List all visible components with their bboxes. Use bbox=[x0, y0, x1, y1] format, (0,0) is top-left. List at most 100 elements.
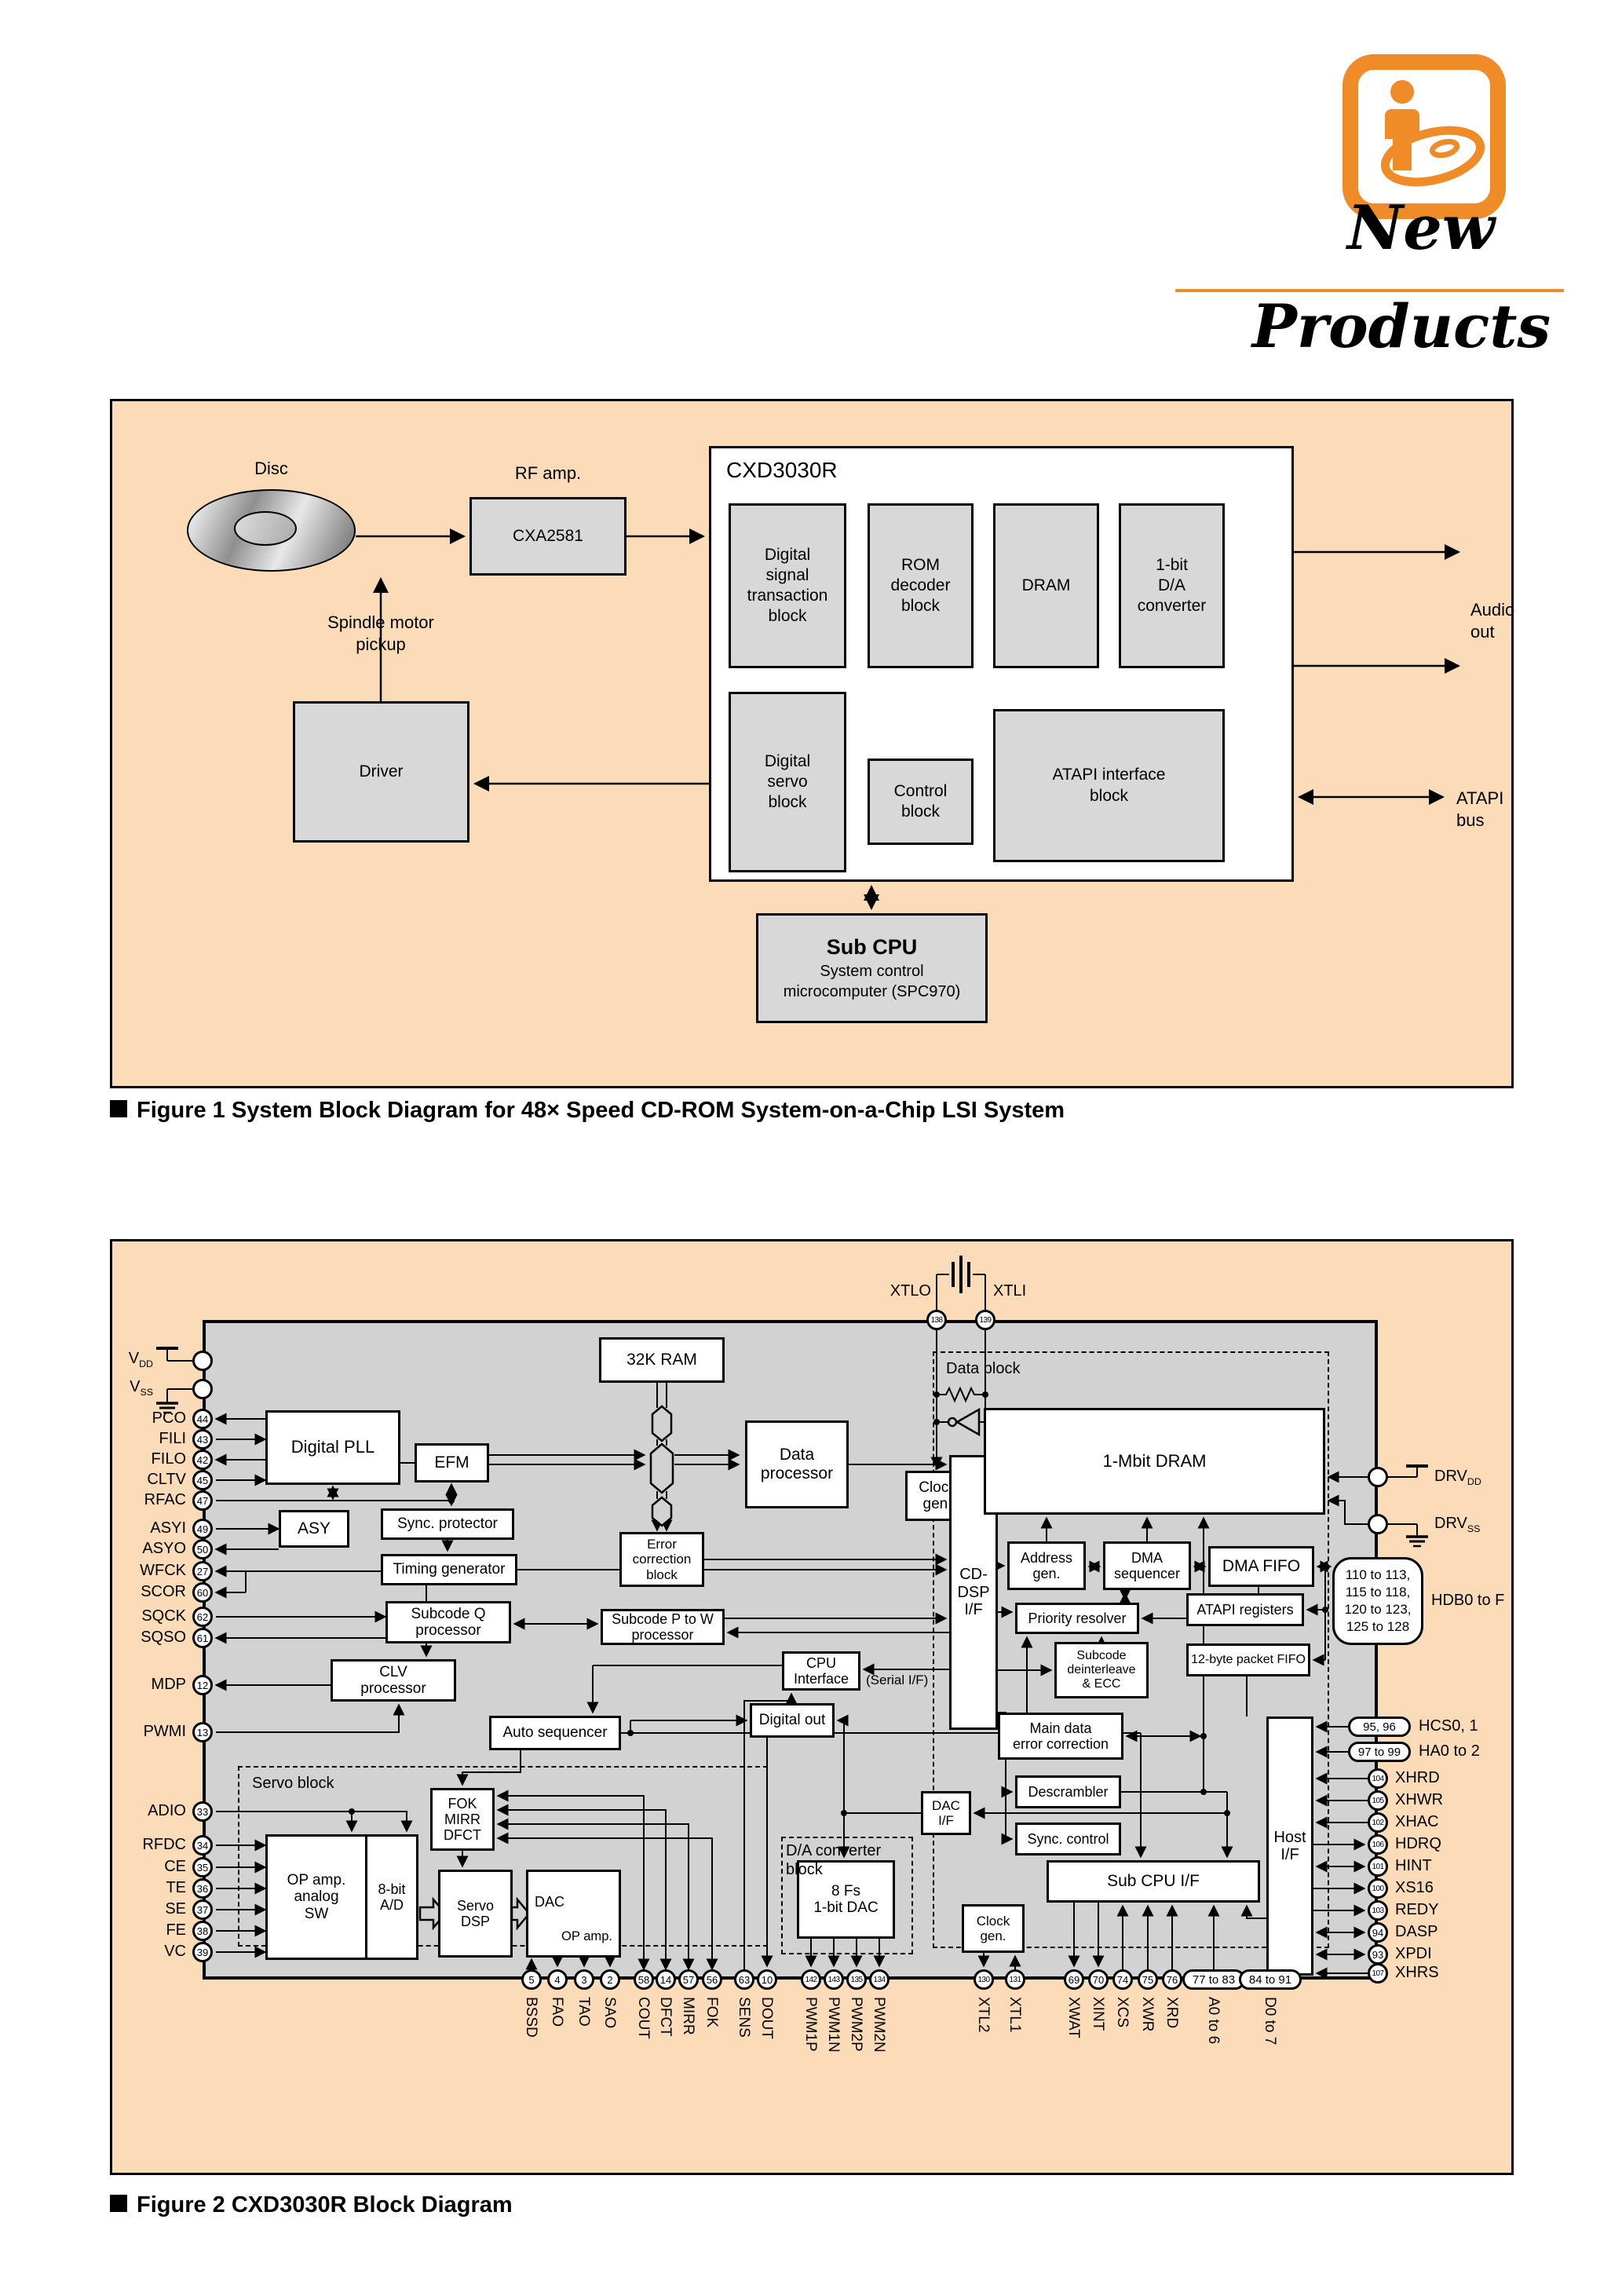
pin-redy: 103 bbox=[1368, 1900, 1388, 1921]
ram32k-block: 32K RAM bbox=[599, 1337, 725, 1383]
pin-label-cout: COUT bbox=[635, 1997, 652, 2039]
pin-pwm1p: 142 bbox=[801, 1969, 821, 1990]
data-block-label: Data block bbox=[946, 1360, 1021, 1377]
pin-label-mdp: MDP bbox=[151, 1676, 186, 1693]
pin-label-dout: DOUT bbox=[758, 1997, 775, 2039]
pin-xwr: 75 bbox=[1138, 1969, 1158, 1990]
pin-label-hcs01: HCS0, 1 bbox=[1419, 1717, 1478, 1735]
pin-label-a0to6: A0 to 6 bbox=[1205, 1997, 1222, 2045]
pin-adio: 33 bbox=[192, 1801, 213, 1822]
pin-xpdi: 93 bbox=[1368, 1944, 1388, 1965]
pin-label-pwm1p: PWM1P bbox=[802, 1997, 819, 2052]
data-block-region bbox=[933, 1351, 1329, 1948]
pin-label-sao: SAO bbox=[601, 1997, 618, 2029]
logo-text-products: Products bbox=[1251, 291, 1551, 361]
pin-label-ha0to2: HA0 to 2 bbox=[1419, 1742, 1480, 1760]
dma-fifo-block: DMA FIFO bbox=[1208, 1546, 1314, 1587]
sync-protector-block: Sync. protector bbox=[381, 1508, 514, 1540]
pin-xhrd: 104 bbox=[1368, 1768, 1388, 1789]
pin-label-hdrq: HDRQ bbox=[1395, 1835, 1441, 1852]
pin-label-filo: FILO bbox=[151, 1450, 186, 1468]
pin-pwmi: 13 bbox=[192, 1722, 213, 1742]
digital-out-block: Digital out bbox=[750, 1703, 835, 1738]
pin-label-fok: FOK bbox=[703, 1997, 720, 2028]
pin-label-ce: CE bbox=[164, 1858, 186, 1875]
pin-fe: 38 bbox=[192, 1921, 213, 1941]
pin-label-xhwr: XHWR bbox=[1395, 1791, 1444, 1808]
auto-sequencer-block: Auto sequencer bbox=[489, 1716, 621, 1750]
pin-label-sqck: SQCK bbox=[141, 1607, 186, 1625]
person-disc-icon bbox=[1380, 80, 1485, 187]
caption-square-icon bbox=[110, 2195, 127, 2212]
pin-label-xtl2: XTL2 bbox=[975, 1997, 992, 2033]
subcode-p-to-w-block: Subcode P to W processor bbox=[601, 1609, 725, 1645]
servo-dsp-block: Servo DSP bbox=[438, 1870, 513, 1958]
subcode-q-block: Subcode Q processor bbox=[385, 1601, 511, 1643]
data-processor-block: Data processor bbox=[745, 1420, 849, 1508]
disc-hub bbox=[234, 511, 297, 546]
cxd3030r-title: CXD3030R bbox=[726, 458, 838, 482]
sync-control-block: Sync. control bbox=[1015, 1823, 1121, 1855]
sub-cpu-title: Sub CPU bbox=[826, 935, 918, 960]
pin-label-asyi: ASYI bbox=[150, 1519, 186, 1537]
pin-xhwr: 105 bbox=[1368, 1790, 1388, 1811]
control-block: Control block bbox=[868, 759, 974, 845]
pin-bubble-d0to7: 84 to 91 bbox=[1239, 1969, 1302, 1990]
pin-label-xrd: XRD bbox=[1164, 1997, 1180, 2029]
pin-label-xs16: XS16 bbox=[1395, 1879, 1434, 1896]
pin-rfac: 47 bbox=[192, 1490, 213, 1511]
power-pin-drvdd: DRVDD bbox=[1434, 1468, 1481, 1487]
pin-wfck: 27 bbox=[192, 1561, 213, 1581]
efm-block: EFM bbox=[415, 1443, 489, 1483]
pin-label-xwat: XWAT bbox=[1065, 1997, 1082, 2038]
packet-fifo-block: 12-byte packet FIFO bbox=[1186, 1643, 1310, 1676]
sub-cpu-block: Sub CPU System control microcomputer (SP… bbox=[756, 913, 988, 1023]
pin-xint: 70 bbox=[1088, 1969, 1109, 1990]
asy-block: ASY bbox=[279, 1510, 349, 1548]
sub-cpu-if-block: Sub CPU I/F bbox=[1047, 1860, 1260, 1903]
pin-fili: 43 bbox=[192, 1429, 213, 1450]
pin-label-xtli: XTLI bbox=[993, 1282, 1027, 1300]
pin-pwm1n: 143 bbox=[824, 1969, 844, 1990]
power-pin-circle-drvss bbox=[1368, 1514, 1388, 1534]
pin-xtlo: 138 bbox=[926, 1310, 947, 1330]
host-if-block: Host I/F bbox=[1266, 1717, 1313, 1976]
logo-text-new: New bbox=[1346, 192, 1496, 264]
pin-label-xhac: XHAC bbox=[1395, 1813, 1439, 1830]
spindle-motor-pickup-label: Spindle motor pickup bbox=[327, 612, 434, 654]
pin-scor: 60 bbox=[192, 1582, 213, 1603]
pin-label-sens: SENS bbox=[736, 1997, 752, 2038]
descrambler-block: Descrambler bbox=[1015, 1775, 1121, 1808]
digital-signal-transaction-block: Digital signal transaction block bbox=[729, 503, 846, 668]
pin-mdp: 12 bbox=[192, 1675, 213, 1695]
pin-asyi: 49 bbox=[192, 1519, 213, 1539]
pin-label-dfct: DFCT bbox=[657, 1997, 674, 2037]
pin-label-xhrd: XHRD bbox=[1395, 1769, 1440, 1786]
pin-bubble-a0to6: 77 to 83 bbox=[1182, 1969, 1245, 1990]
atapi-interface-block: ATAPI interface block bbox=[993, 709, 1225, 862]
pin-cltv: 45 bbox=[192, 1470, 213, 1490]
priority-resolver-block: Priority resolver bbox=[1015, 1603, 1139, 1634]
logo-rule bbox=[1175, 289, 1564, 292]
pin-sens: 63 bbox=[734, 1969, 754, 1990]
pin-label-rfdc: RFDC bbox=[142, 1836, 186, 1853]
clv-processor-block: CLV processor bbox=[331, 1659, 456, 1702]
pin-cout: 58 bbox=[634, 1969, 654, 1990]
fok-mirr-dfct-block: FOK MIRR DFCT bbox=[430, 1788, 495, 1851]
pin-xcs: 74 bbox=[1112, 1969, 1133, 1990]
pin-fao: 4 bbox=[547, 1969, 568, 1990]
atapi-bus-label: ATAPI bus bbox=[1456, 788, 1504, 830]
error-correction-block: Error correction block bbox=[619, 1532, 704, 1587]
pin-label-xpdi: XPDI bbox=[1395, 1945, 1432, 1962]
pin-label-hdb0-to-f: HDB0 to F bbox=[1431, 1592, 1505, 1609]
pin-label-te: TE bbox=[166, 1879, 186, 1896]
pin-xwat: 69 bbox=[1064, 1969, 1084, 1990]
figure2-wiring bbox=[156, 1256, 1428, 1980]
figure1-wiring bbox=[356, 528, 1460, 910]
pin-hint: 101 bbox=[1368, 1856, 1388, 1877]
pin-hdrq: 106 bbox=[1368, 1834, 1388, 1855]
pin-label-xtl1: XTL1 bbox=[1006, 1997, 1023, 2033]
pin-bubble-ha0to2: 97 to 99 bbox=[1348, 1742, 1411, 1762]
pin-label-cltv: CLTV bbox=[147, 1471, 186, 1488]
pin-label-asyo: ASYO bbox=[142, 1540, 186, 1557]
